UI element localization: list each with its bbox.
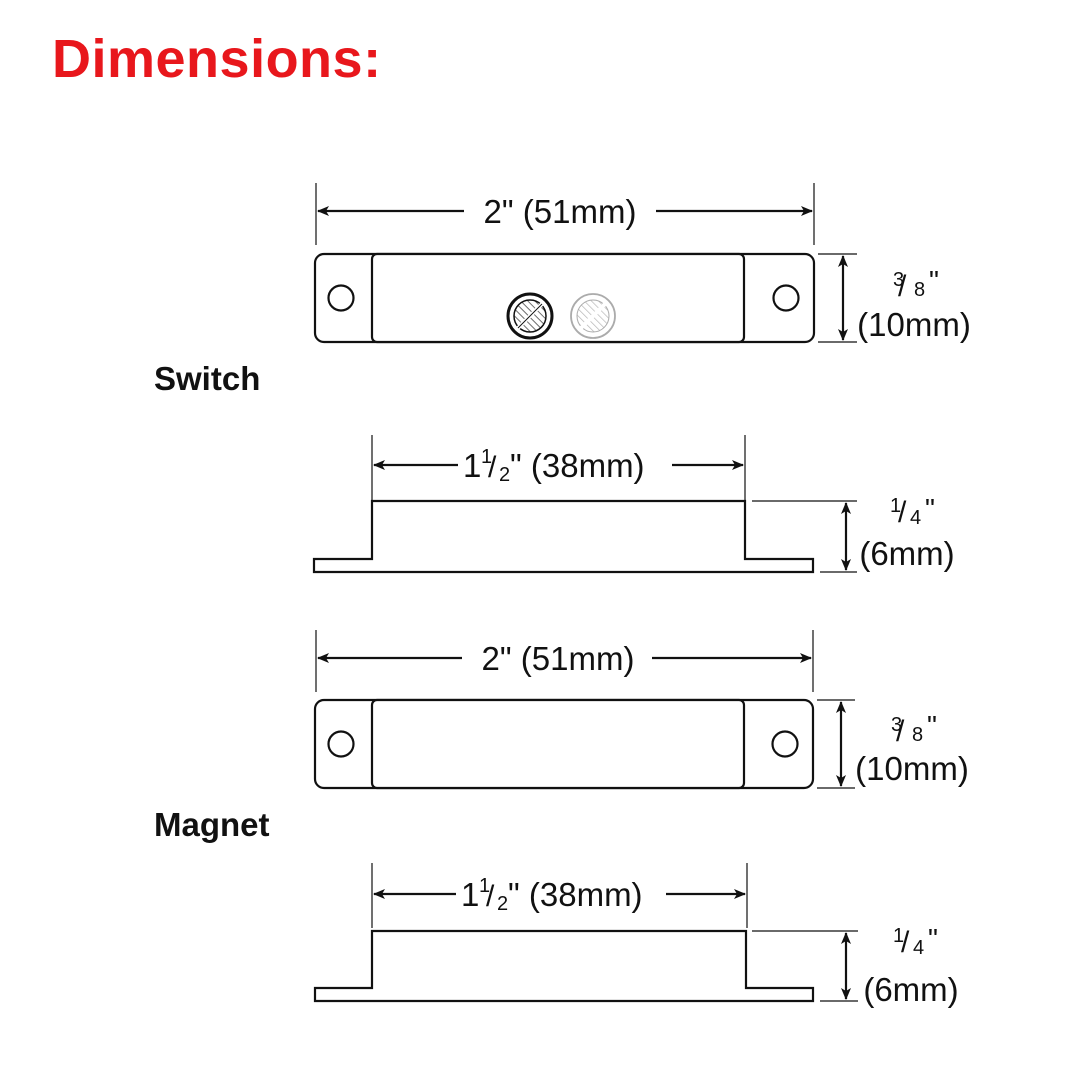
svg-text:3: 3 bbox=[891, 714, 902, 736]
mounting-hole bbox=[327, 730, 355, 758]
switch-top-width-text: 2" (51mm) bbox=[484, 193, 637, 230]
magnet-side-width-text: " (38mm) bbox=[508, 876, 643, 913]
mounting-hole bbox=[327, 284, 355, 312]
fraction-numerator: 3 bbox=[893, 269, 904, 291]
svg-text:": " bbox=[927, 710, 937, 741]
svg-text:1: 1 bbox=[893, 925, 904, 947]
switch-side-width-text: " (38mm) bbox=[510, 447, 645, 484]
svg-text:/: / bbox=[898, 496, 907, 529]
magnet-side-view: 1 1 / 2 " (38mm) 1 / 4 " (6mm) bbox=[313, 863, 959, 1008]
svg-text:1: 1 bbox=[463, 447, 481, 484]
svg-text:/: / bbox=[488, 451, 497, 484]
svg-text:1: 1 bbox=[481, 446, 492, 468]
svg-text:2: 2 bbox=[497, 893, 508, 915]
magnet-label: Magnet bbox=[154, 806, 270, 843]
magnet-body bbox=[370, 698, 746, 790]
svg-text:/: / bbox=[901, 926, 910, 959]
svg-text:2: 2 bbox=[499, 464, 510, 486]
switch-body bbox=[370, 252, 746, 344]
svg-text:/: / bbox=[486, 880, 495, 913]
svg-text:4: 4 bbox=[910, 507, 921, 529]
svg-text:1: 1 bbox=[890, 495, 901, 517]
magnet-top-width-text: 2" (51mm) bbox=[482, 640, 635, 677]
svg-text:1: 1 bbox=[461, 876, 479, 913]
svg-text:8: 8 bbox=[912, 724, 923, 746]
switch-label: Switch bbox=[154, 360, 261, 397]
svg-text:/: / bbox=[898, 270, 907, 303]
screw-ghost-icon bbox=[570, 293, 616, 339]
magnet-side-profile bbox=[313, 929, 815, 1003]
magnet-side-height-mm-text: (6mm) bbox=[863, 971, 958, 1008]
mounting-hole bbox=[772, 284, 800, 312]
svg-text:4: 4 bbox=[913, 937, 924, 959]
switch-top-height-mm-text: (10mm) bbox=[857, 306, 971, 343]
svg-text:1: 1 bbox=[479, 875, 490, 897]
svg-text:": " bbox=[928, 923, 938, 954]
switch-top-view: 2" (51mm) 3 " / 8 " (10mm) bbox=[313, 183, 971, 344]
svg-text:": " bbox=[925, 493, 935, 524]
mounting-hole bbox=[771, 730, 799, 758]
svg-text:/: / bbox=[896, 715, 905, 748]
switch-side-view: 1 1 / 2 " (38mm) 1 / 4 " (6mm) bbox=[312, 435, 955, 574]
page-title: Dimensions: bbox=[52, 29, 382, 89]
switch-side-height-mm-text: (6mm) bbox=[859, 535, 954, 572]
magnet-top-height-mm-text: (10mm) bbox=[855, 750, 969, 787]
screw-icon bbox=[506, 292, 554, 340]
fraction-denominator: 8 bbox=[914, 279, 925, 301]
inch-mark: " bbox=[929, 265, 939, 296]
magnet-top-view: 2" (51mm) 3 / 8 " (10mm) bbox=[313, 630, 969, 790]
switch-side-profile bbox=[312, 499, 815, 574]
